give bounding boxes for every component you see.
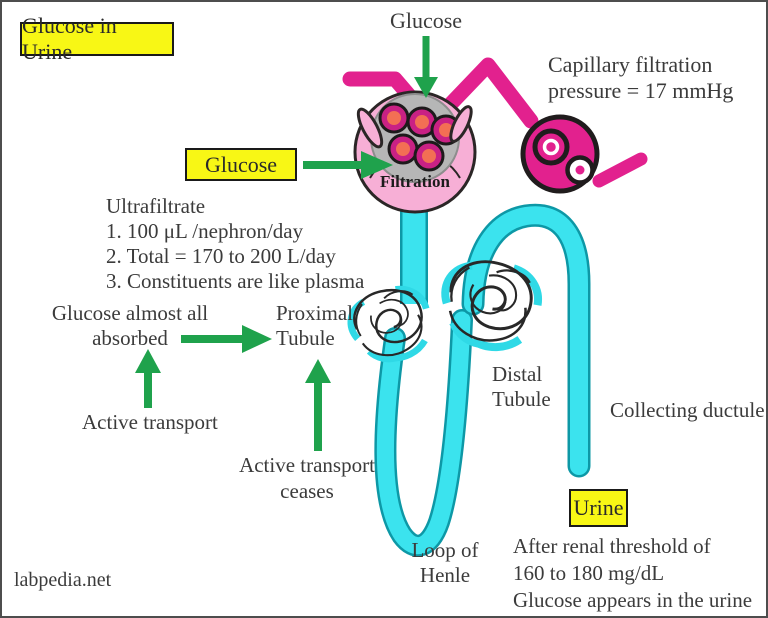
active-transport-label: Active transport	[82, 410, 218, 434]
filtration-label: Filtration	[380, 172, 450, 191]
ultrafiltrate-note: Ultrafiltrate 1. 100 μL /nephron/day 2. …	[106, 194, 365, 293]
capillary-pressure-label: Capillary filtration pressure = 17 mmHg	[548, 52, 734, 103]
transport-ceases-up-arrow-icon	[305, 359, 331, 451]
title-badge: Glucose in Urine	[20, 13, 174, 64]
active-transport-up-arrow-icon	[135, 349, 161, 408]
collecting-ductule-label: Collecting ductule	[610, 398, 765, 422]
loop-of-henle-shape	[374, 309, 473, 557]
peritubular-capillary	[520, 114, 600, 194]
distal-tubule-label: Distal Tubule	[492, 362, 551, 411]
arrows	[135, 36, 438, 451]
absorbed-to-proximal-arrow-icon	[181, 325, 272, 353]
glucose-absorbed-label: Glucose almost all absorbed	[51, 301, 209, 350]
watermark: labpedia.net	[14, 569, 112, 591]
glucose-down-arrow-icon	[414, 36, 438, 98]
tubule-system	[374, 200, 591, 557]
efferent-arteriole	[435, 57, 539, 129]
loop-of-henle-label: Loop of Henle	[411, 538, 479, 587]
glucose-badge: Glucose	[185, 148, 297, 181]
urine-badge: Urine	[569, 489, 628, 527]
glucose-top-label: Glucose	[389, 8, 463, 33]
efferent-outflow	[592, 152, 648, 188]
bowman-capsule	[353, 90, 477, 214]
active-transport-ceases-label: Active transport ceases	[239, 453, 375, 503]
glucose-to-glomerulus-arrow-icon	[303, 151, 393, 179]
renal-threshold-note: After renal threshold of 160 to 180 mg/d…	[513, 534, 753, 612]
collecting-ductule-shape	[461, 203, 591, 478]
proximal-tubule-label: Proximal Tubule	[276, 301, 353, 350]
